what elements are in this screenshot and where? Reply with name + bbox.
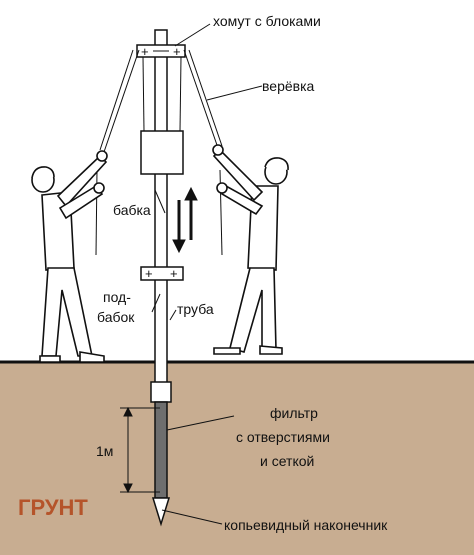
label-ground: ГРУНТ xyxy=(18,495,88,520)
label-dimension: 1м xyxy=(96,443,113,459)
label-tip: копьевидный наконечник xyxy=(224,517,388,533)
filter-section xyxy=(154,401,168,499)
label-filter-2: с отверстиями xyxy=(236,429,330,445)
ground-area xyxy=(0,362,474,555)
label-pipe: труба xyxy=(177,301,214,317)
label-rope: верёвка xyxy=(262,78,315,94)
drive-weight xyxy=(140,130,184,175)
pipe xyxy=(154,29,168,386)
clamp-plus-left: + xyxy=(141,44,149,59)
pipe-coupling xyxy=(150,381,172,403)
sub-weight-clamp: + + xyxy=(140,266,184,281)
pulley-clamp: + + xyxy=(136,44,186,59)
dimension-marker xyxy=(120,406,160,494)
left-worker xyxy=(31,150,108,363)
sub-clamp-plus-left: + xyxy=(145,266,153,281)
clamp-plus-right: + xyxy=(173,44,181,59)
label-sub-weight-2: бабок xyxy=(97,309,135,325)
label-sub-weight-1: под- xyxy=(103,289,131,305)
label-clamp: хомут с блоками xyxy=(213,13,321,29)
sub-clamp-plus-right: + xyxy=(170,266,178,281)
up-down-arrows-icon xyxy=(172,186,198,254)
right-worker xyxy=(212,144,289,355)
label-filter-1: фильтр xyxy=(270,405,318,421)
leader-lines xyxy=(151,23,263,525)
label-weight: бабка xyxy=(113,202,151,218)
label-filter-3: и сеткой xyxy=(260,453,314,469)
